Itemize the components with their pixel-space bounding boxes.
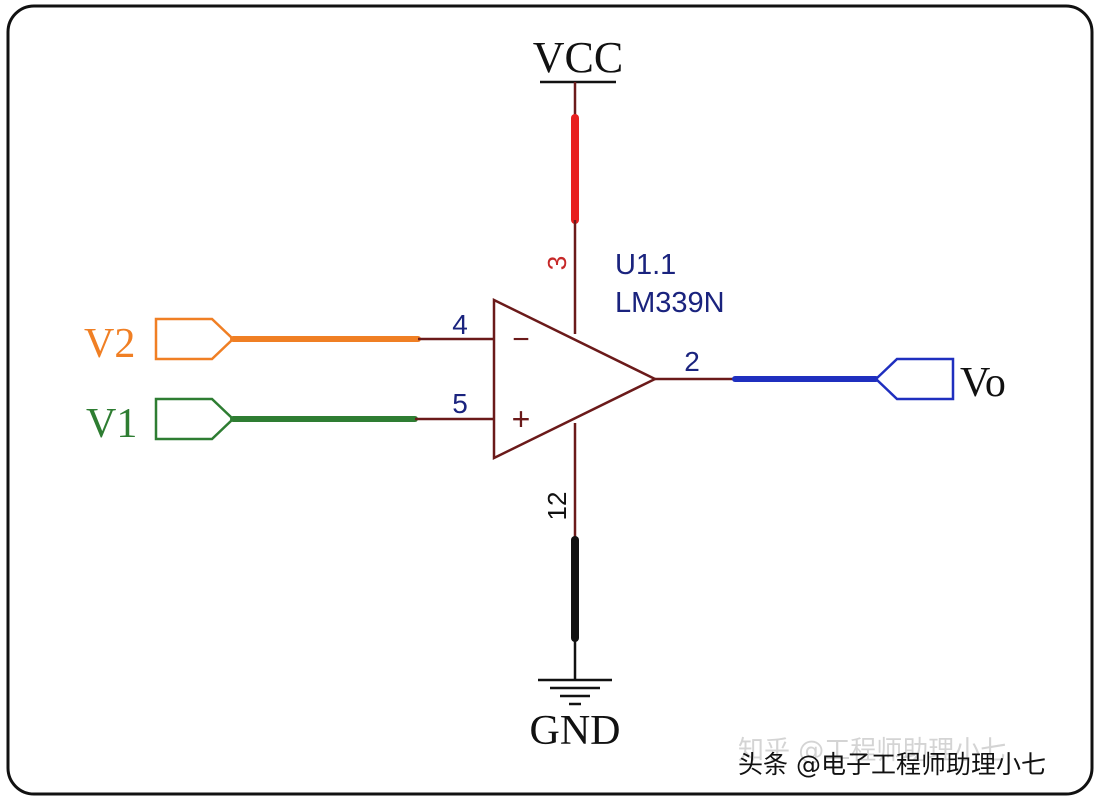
vo-label: Vo	[960, 360, 1006, 406]
watermark-line-1: 知乎 @工程师助理小七	[738, 736, 1006, 766]
gnd-net: 12 GND	[530, 423, 621, 754]
v2-label: V2	[84, 321, 135, 367]
output-pin-number: 2	[684, 346, 700, 377]
watermark: 知乎 @工程师助理小七 头条 @电子工程师助理小七	[738, 736, 1046, 779]
v2-net: V2 4	[84, 309, 494, 367]
vo-port	[874, 357, 955, 401]
comparator-triangle	[492, 297, 658, 461]
vcc-label: VCC	[533, 33, 623, 82]
v1-net: V1 5	[86, 388, 494, 447]
part-number-label: LM339N	[615, 287, 725, 319]
inverting-pin-number: 4	[452, 309, 468, 340]
designator-label: U1.1	[615, 249, 676, 281]
non-inverting-pin-number: 5	[452, 388, 468, 419]
non-inverting-sign: +	[512, 401, 531, 437]
vcc-net: VCC 3	[533, 33, 623, 334]
vcc-pin-number: 3	[542, 256, 572, 270]
gnd-pin-number: 12	[542, 492, 572, 521]
v1-port	[154, 397, 235, 441]
comparator-symbol: − + U1.1 LM339N	[492, 249, 725, 461]
v1-label: V1	[86, 401, 137, 447]
gnd-label: GND	[530, 708, 621, 754]
inverting-sign: −	[512, 323, 530, 356]
output-net: 2 Vo	[655, 346, 1006, 406]
v2-port	[154, 317, 235, 361]
watermark-line-2: 头条 @电子工程师助理小七	[738, 750, 1046, 779]
ground-symbol	[538, 678, 612, 706]
